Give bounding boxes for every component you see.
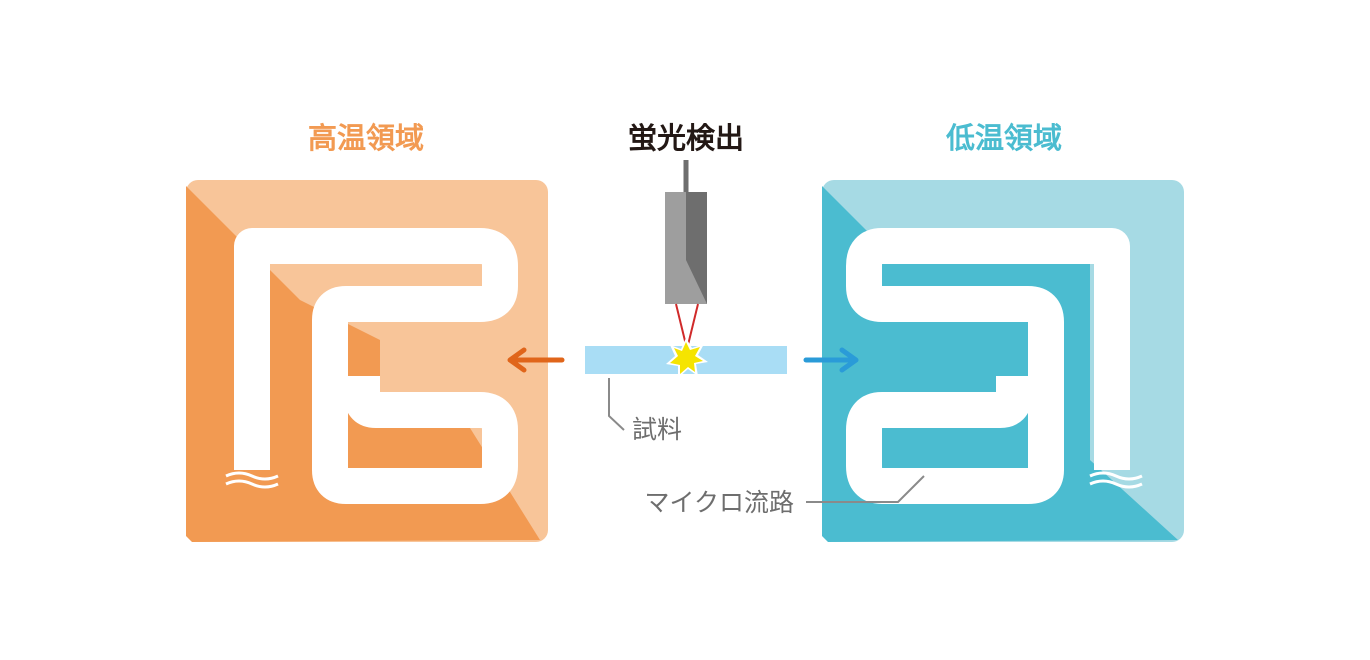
low-temp-block (822, 180, 1184, 542)
sample-callout-line (608, 378, 625, 431)
detector-icon (665, 192, 707, 304)
microchannel-label: マイクロ流路 (644, 488, 794, 517)
microchannel-callout-line (806, 475, 925, 503)
sample-label: 試料 (632, 415, 682, 444)
arrow-right-icon (803, 347, 859, 373)
high-temp-block (186, 180, 548, 542)
microchannel-high (234, 228, 518, 504)
channel-break-wave-icon (1089, 471, 1143, 489)
fluorescence-detector (665, 160, 707, 346)
fluorescence-detection-label: 蛍光検出 (628, 121, 744, 155)
low-temp-label: 低温領域 (945, 121, 1062, 155)
laser-beams (675, 303, 699, 346)
arrow-left-icon (507, 347, 565, 373)
channel-break-wave-icon (225, 471, 279, 489)
high-temp-label: 高温領域 (308, 121, 424, 155)
fluorescence-spark-icon (666, 338, 708, 378)
microchannel-low (846, 228, 1130, 504)
